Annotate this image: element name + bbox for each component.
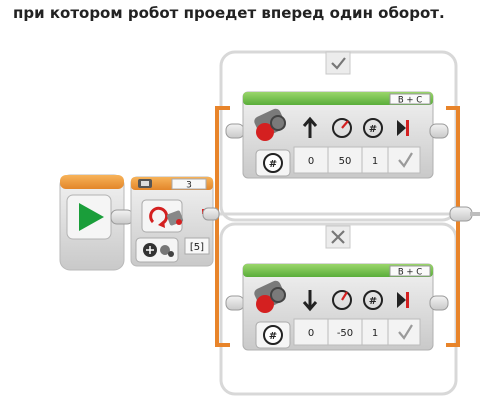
- rotations-mode-icon: #: [263, 325, 283, 345]
- svg-text:#: #: [369, 296, 377, 307]
- port-selector-icon: [138, 179, 152, 188]
- rotations-icon: #: [363, 290, 383, 310]
- output-connector[interactable]: [449, 206, 480, 222]
- arrow-up-icon: [302, 116, 318, 138]
- brake-icon: [397, 120, 409, 136]
- cross-icon: [331, 230, 345, 244]
- svg-text:#: #: [269, 159, 277, 170]
- power-icon: [332, 290, 352, 310]
- move-block-false[interactable]: B + C # # 0 -50 1: [225, 263, 449, 351]
- start-block[interactable]: [59, 174, 134, 271]
- case-rails: [215, 106, 460, 347]
- rotations-value: 1: [372, 156, 378, 167]
- switch-block[interactable]: 3 [5]: [130, 176, 220, 267]
- play-icon: [79, 203, 104, 231]
- check-icon: [398, 324, 413, 340]
- power-value: -50: [337, 328, 353, 339]
- ports-label: B + C: [398, 96, 422, 106]
- loop-icon: [149, 206, 169, 225]
- brake-icon: [397, 292, 409, 308]
- case-true-tab[interactable]: [325, 51, 351, 75]
- case-false-tab[interactable]: [325, 225, 351, 249]
- caption-text: при котором робот проедет вперед один об…: [13, 4, 445, 22]
- rotations-value: 1: [372, 328, 378, 339]
- check-icon: [331, 57, 346, 70]
- port-label: 3: [186, 181, 192, 191]
- sensor-value: [5]: [190, 242, 204, 253]
- svg-text:#: #: [269, 331, 277, 342]
- rotations-icon: #: [363, 118, 383, 138]
- check-icon: [398, 152, 413, 168]
- sensor-icon: [166, 210, 184, 226]
- ports-label: B + C: [398, 268, 422, 278]
- steering-value: 0: [308, 328, 314, 339]
- rotations-mode-icon: #: [263, 153, 283, 173]
- power-icon: [332, 118, 352, 138]
- move-block-true[interactable]: B + C # # 0 50 1: [225, 91, 449, 179]
- motor-icon: [254, 280, 286, 313]
- svg-text:#: #: [369, 124, 377, 135]
- arrow-down-icon: [302, 290, 318, 312]
- steering-value: 0: [308, 156, 314, 167]
- power-value: 50: [339, 156, 352, 167]
- motor-icon: [254, 108, 286, 141]
- color-sensor-icon: [143, 243, 174, 257]
